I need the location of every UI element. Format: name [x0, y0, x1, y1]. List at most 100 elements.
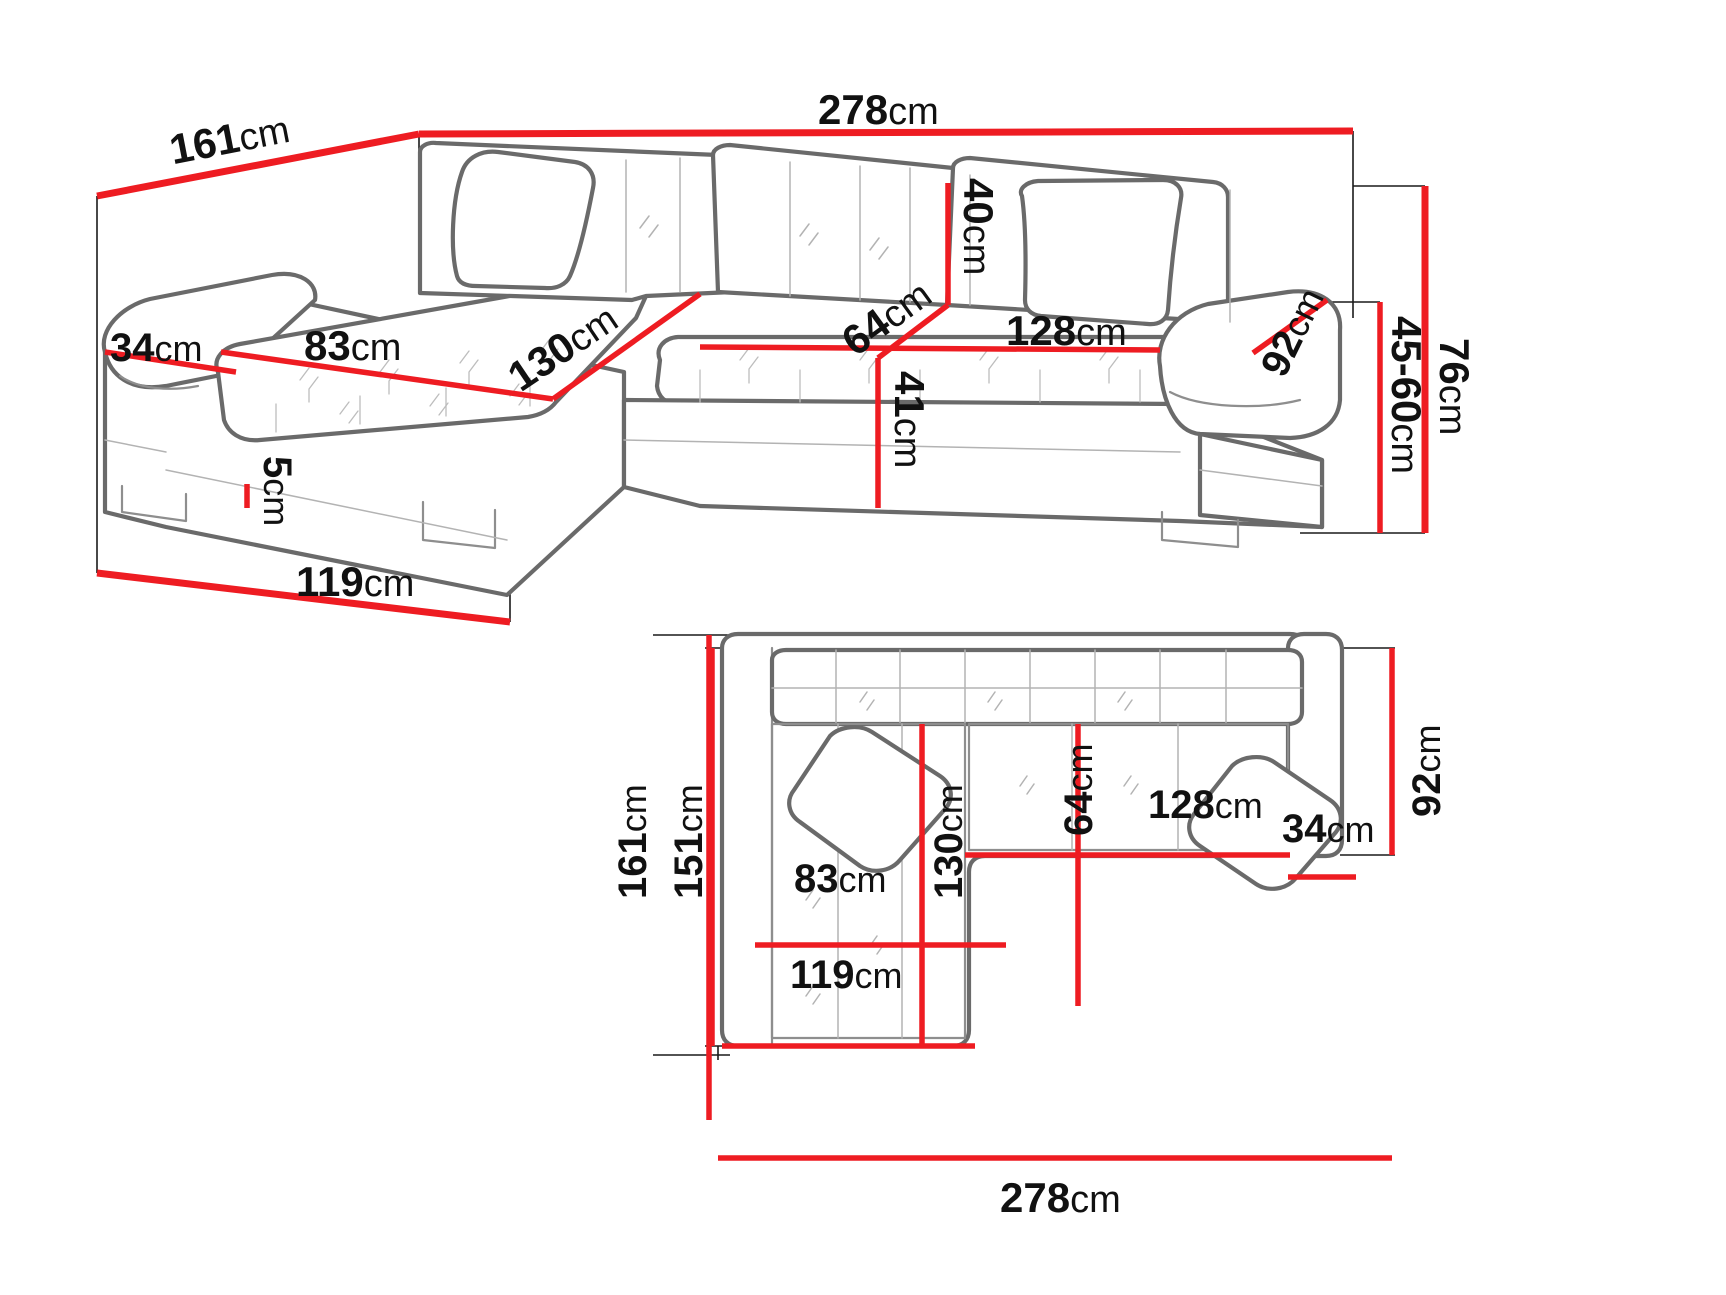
right-arm-seam [1168, 390, 1302, 408]
label-4560-value: 45-60 [1383, 316, 1430, 423]
label-83-plan: 83cm [794, 857, 887, 901]
label-161-plan: 161cm [611, 784, 655, 899]
label-151-plan-unit: cm [669, 784, 710, 832]
plan-chaise-seat [770, 722, 967, 1040]
label-40-value: 40 [955, 178, 1002, 225]
perspective-view-group: 161cm 278cm 34cm 83cm 130cm [96, 86, 1478, 626]
label-41-persp: 41cm [886, 371, 933, 468]
cushion-fold-lines [104, 439, 1323, 541]
plan-back-cushion-seams [771, 649, 1303, 725]
label-34-persp: 34cm [110, 326, 203, 370]
label-128-plan-value: 128 [1148, 783, 1215, 827]
svg-text:40cm: 40cm [955, 178, 1002, 275]
right-seat-tufting [699, 347, 1141, 403]
label-76-value: 76 [1431, 338, 1478, 385]
label-5-unit: cm [256, 478, 297, 526]
label-130-plan-value: 130 [927, 832, 971, 899]
label-76-persp: 76cm [1431, 338, 1478, 435]
leg-chaise-rear [120, 484, 188, 523]
label-34-plan-value: 34 [1282, 807, 1327, 851]
dim-line-34-persp [104, 349, 237, 375]
label-128-value: 128 [1006, 307, 1076, 354]
dim-line-83-persp [220, 349, 554, 402]
dim-line-128-persp [699, 344, 1161, 353]
plan-back-cushion-band [769, 647, 1305, 727]
svg-text:5cm: 5cm [255, 456, 299, 526]
label-83-plan-unit: cm [839, 859, 887, 900]
svg-text:45-60cm: 45-60cm [1383, 316, 1430, 474]
backrest-seams [625, 157, 1231, 323]
label-5-value: 5 [255, 456, 299, 478]
label-40-unit: cm [955, 225, 997, 276]
svg-text:161cm: 161cm [611, 784, 655, 899]
plan-left-pillow [787, 725, 953, 873]
label-161-unit: cm [235, 109, 293, 160]
label-278-plan-unit: cm [1070, 1179, 1121, 1221]
leg-chaise-front [421, 500, 497, 550]
center-backrest-cushion [710, 142, 970, 308]
label-151-plan-value: 151 [667, 832, 711, 899]
label-34-plan-unit: cm [1327, 809, 1375, 850]
label-128-unit: cm [1076, 312, 1127, 354]
label-83-plan-value: 83 [794, 857, 839, 901]
plan-view-group: 161cm 151cm 130cm 83cm 11 [611, 631, 1449, 1222]
label-83-unit: cm [351, 327, 402, 369]
svg-text:64cm: 64cm [1057, 744, 1101, 837]
perspective-dimension-lines [96, 127, 1429, 626]
dim-line-130-persp [551, 291, 702, 402]
label-34-plan: 34cm [1282, 807, 1375, 851]
svg-text:130cm: 130cm [927, 784, 971, 899]
label-278-value: 278 [818, 86, 888, 133]
svg-text:92cm: 92cm [1405, 725, 1449, 818]
dim-line-92-persp [1251, 297, 1329, 356]
dim-line-278-persp [418, 127, 1354, 138]
label-130-plan-unit: cm [929, 784, 970, 832]
label-130-plan: 130cm [927, 784, 971, 899]
label-34-unit: cm [155, 328, 203, 369]
label-41-unit: cm [886, 418, 928, 469]
left-arm-seam [118, 374, 200, 390]
label-278-plan: 278cm [1000, 1174, 1121, 1221]
label-278-unit: cm [888, 91, 939, 133]
label-64-plan-unit: cm [1059, 744, 1100, 792]
label-5-persp: 5cm [255, 456, 299, 526]
label-128-plan: 128cm [1148, 783, 1263, 827]
chaise-tufting [275, 339, 559, 433]
label-119-plan: 119cm [790, 953, 903, 997]
label-128-persp: 128cm [1006, 307, 1127, 354]
right-arm-base [1197, 431, 1325, 530]
label-161-value: 161 [166, 114, 244, 174]
label-40-persp: 40cm [955, 178, 1002, 275]
label-92-plan-unit: cm [1407, 725, 1448, 773]
label-161-plan-value: 161 [611, 832, 655, 899]
label-64-plan: 64cm [1057, 744, 1101, 837]
label-4560-unit: cm [1383, 423, 1425, 474]
label-119-plan-unit: cm [855, 955, 903, 996]
label-161-plan-unit: cm [613, 784, 654, 832]
dim-line-119-persp [96, 569, 511, 626]
label-76-unit: cm [1431, 385, 1473, 436]
left-throw-pillow [450, 149, 596, 291]
label-119-value: 119 [296, 558, 364, 605]
label-151-plan: 151cm [667, 784, 711, 899]
svg-text:41cm: 41cm [886, 371, 933, 468]
dim-line-161-persp [96, 130, 420, 200]
plan-dimension-labels: 161cm 151cm 130cm 83cm 11 [611, 725, 1449, 1222]
svg-text:151cm: 151cm [667, 784, 711, 899]
label-278-persp: 278cm [818, 86, 939, 133]
label-128-plan-unit: cm [1215, 785, 1263, 826]
label-278-plan-value: 278 [1000, 1174, 1070, 1221]
label-83-value: 83 [304, 322, 351, 369]
label-41-value: 41 [886, 371, 933, 418]
label-92-plan: 92cm [1405, 725, 1449, 818]
svg-text:76cm: 76cm [1431, 338, 1478, 435]
right-throw-pillow [1018, 177, 1184, 327]
label-119-persp: 119cm [296, 558, 414, 605]
leg-right-front [1160, 510, 1240, 549]
plan-dimension-lines [706, 635, 1395, 1161]
sofa-perspective-body [101, 140, 1343, 598]
label-4560-persp: 45-60cm [1383, 316, 1430, 474]
label-64-plan-value: 64 [1057, 791, 1101, 836]
